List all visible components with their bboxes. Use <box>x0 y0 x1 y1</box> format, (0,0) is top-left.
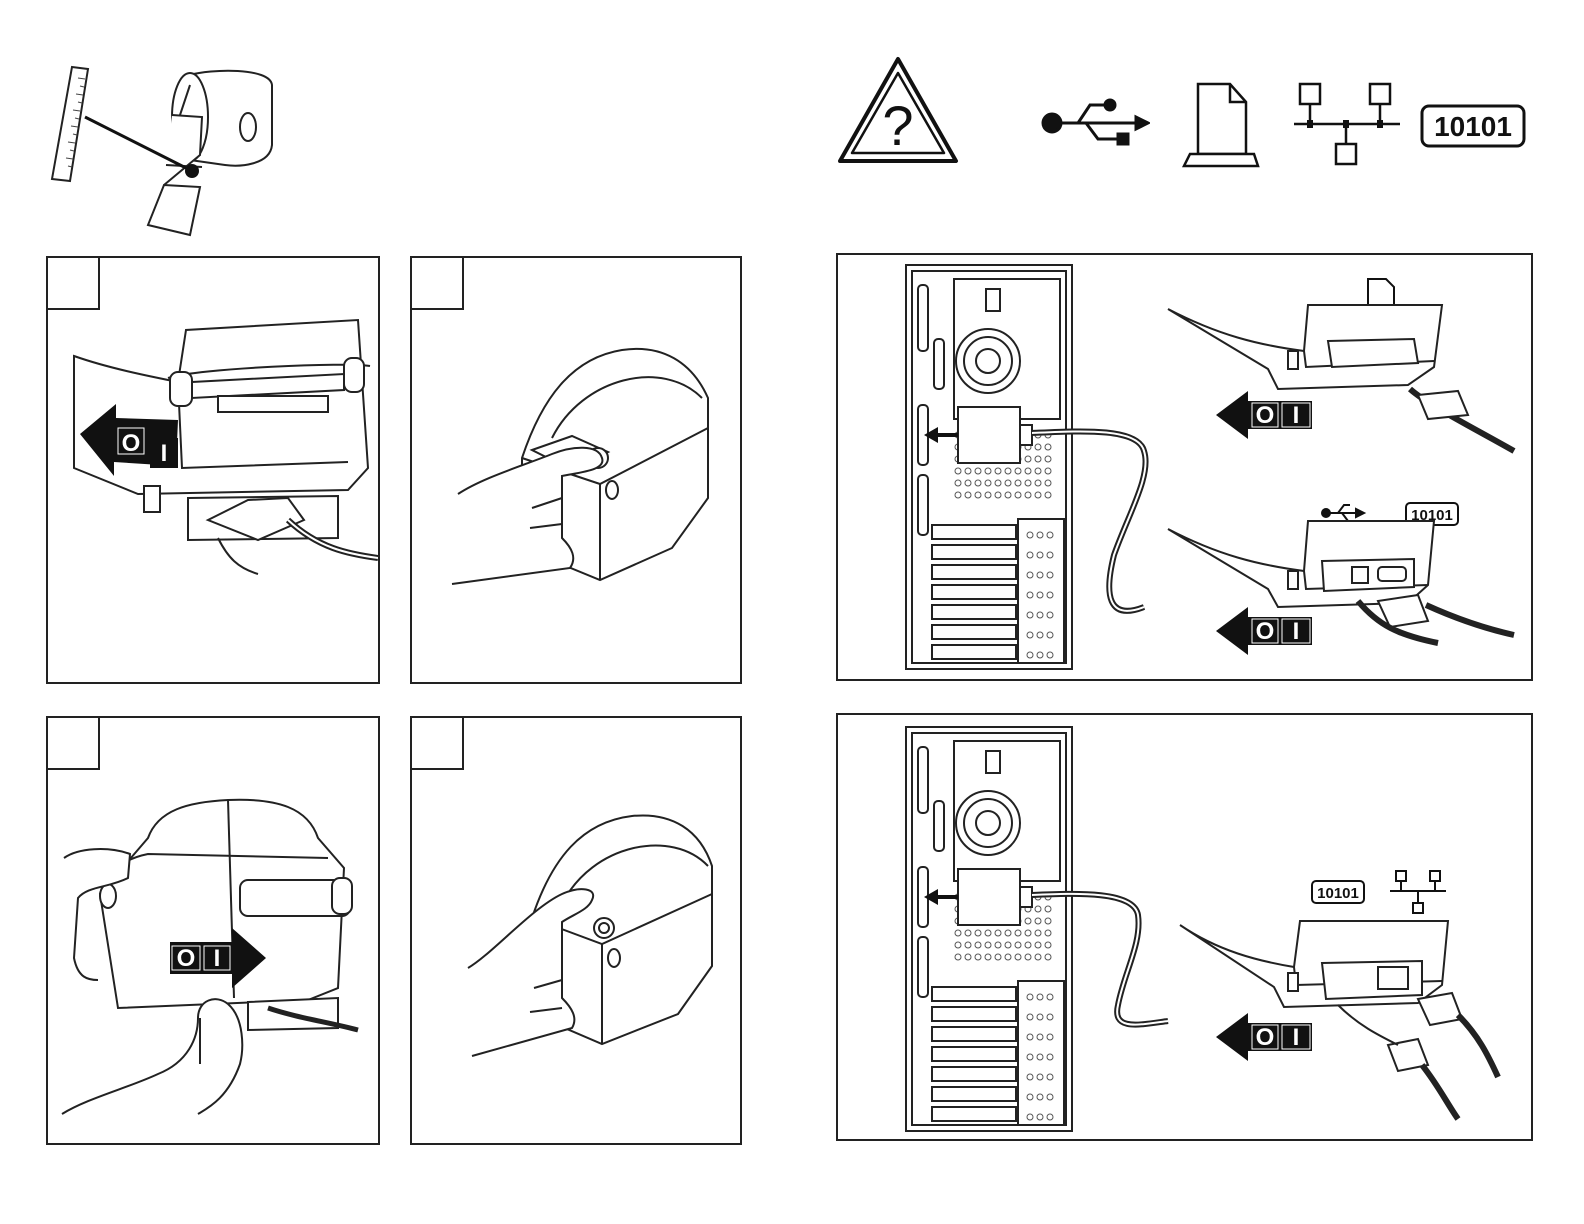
step-4-panel <box>410 716 742 1145</box>
power-on-label: I <box>1293 402 1300 429</box>
power-off-label: O <box>1256 1024 1275 1051</box>
media-measure-illustration <box>40 55 290 245</box>
printer-rear-network-illustration <box>1180 921 1498 1119</box>
network-icon-small <box>1390 871 1446 913</box>
power-off-label: O <box>122 430 141 457</box>
power-off-label: O <box>1256 402 1275 429</box>
label-roll-icon <box>148 71 272 235</box>
step-1-panel: O I <box>46 256 380 684</box>
power-on-label: I <box>214 945 221 972</box>
connection-panel-serial-network: 10101 O I <box>836 713 1533 1141</box>
power-off-label: O <box>177 945 196 972</box>
usb-icon <box>1043 100 1148 144</box>
parallel-icon <box>1184 84 1258 166</box>
printer-rear-usb-serial-illustration <box>1168 521 1514 643</box>
power-off-arrow-b: O I <box>1216 607 1312 655</box>
usb-symbol <box>1040 95 1150 151</box>
serial-label: 10101 <box>1434 111 1512 142</box>
power-off-label: O <box>1256 618 1275 645</box>
step-3-panel: O I <box>46 716 380 1145</box>
power-on-label: I <box>161 440 168 467</box>
serial-symbol: 10101 <box>1420 104 1526 148</box>
printer-side-illustration <box>100 800 358 1030</box>
network-symbol <box>1292 80 1402 168</box>
step-2-panel <box>410 256 742 684</box>
question-glyph: ? <box>882 94 913 157</box>
usb-icon-small <box>1322 505 1364 521</box>
computer-rear-illustration <box>906 265 1072 669</box>
power-on-label: I <box>1293 618 1300 645</box>
warning-question-symbol: ? <box>836 55 960 167</box>
power-off-arrow-a: O I <box>1216 391 1312 439</box>
serial-label-small-b: 10101 <box>1317 885 1359 902</box>
serial-symbol-small-b: 10101 <box>1312 881 1364 903</box>
printer-rear-parallel-illustration <box>1168 305 1514 451</box>
computer-rear-illustration-2 <box>906 727 1072 1131</box>
power-off-arrow-c: O I <box>1216 1013 1312 1061</box>
power-on-label: I <box>1293 1024 1300 1051</box>
measure-icon <box>52 67 88 181</box>
connection-panel-parallel-usb-serial: O I 10101 <box>836 253 1533 681</box>
parallel-symbol <box>1180 80 1264 170</box>
